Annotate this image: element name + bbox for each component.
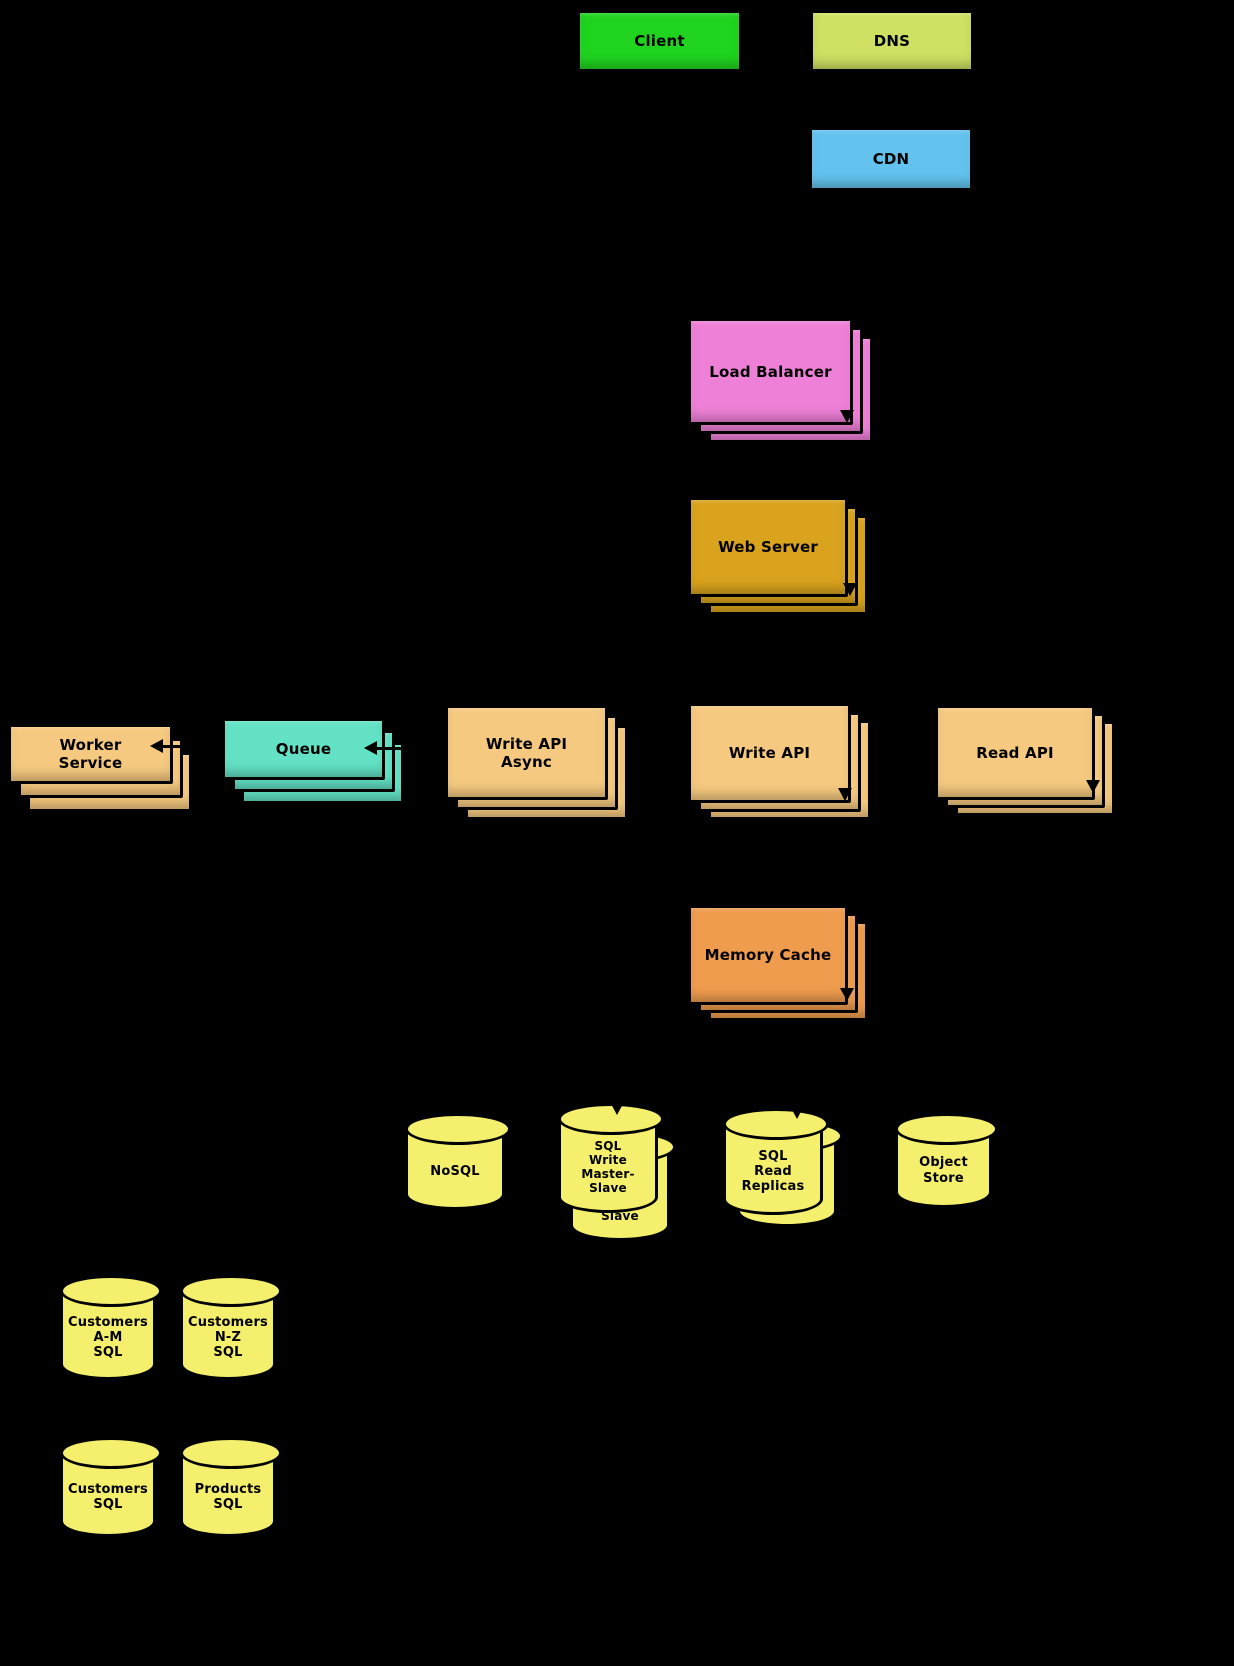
nosql-label: NoSQL — [430, 1163, 480, 1179]
memory-cache-node: Memory Cache — [688, 905, 868, 1021]
customers-sql-node: Customers SQL — [60, 1437, 162, 1537]
read-api-label: Read API — [976, 743, 1054, 762]
sql-write-master-slave-cylinder: SQL Write Master- Slave — [558, 1103, 664, 1213]
read-api-node: Read API — [935, 705, 1115, 816]
client-label: Client — [634, 32, 685, 50]
customers-am-sql-cylinder: Customers A-M SQL — [60, 1275, 162, 1380]
client-box: Client — [577, 10, 742, 72]
object-store-label: Object Store — [919, 1155, 968, 1186]
load-balancer-node: Load Balancer — [688, 318, 873, 443]
write-api-async-node: Write API Async — [445, 705, 628, 820]
customers-am-sql-node: Customers A-M SQL — [60, 1275, 162, 1380]
nosql-cylinder: NoSQL — [405, 1113, 511, 1210]
read-api-box: Read API — [935, 705, 1095, 800]
sql-read-replicas-label: SQL Read Replicas — [741, 1148, 805, 1195]
write-api-label: Write API — [728, 744, 811, 762]
worker-service-node: Worker Service — [8, 724, 192, 812]
memory-cache-box: Memory Cache — [688, 905, 848, 1005]
sql-write-master-slave-label: SQL Write Master- Slave — [581, 1139, 635, 1195]
customers-sql-cylinder: Customers SQL — [60, 1437, 162, 1537]
customers-nz-sql-node: Customers N-Z SQL — [180, 1275, 282, 1380]
web-server-box: Web Server — [688, 497, 848, 597]
dns-box: DNS — [810, 10, 974, 72]
nosql-node: NoSQL — [405, 1113, 511, 1210]
sql-read-replicas-node: SQL Read Replicas — [723, 1108, 843, 1227]
customers-sql-label: Customers SQL — [68, 1481, 148, 1512]
memory-cache-label: Memory Cache — [704, 946, 832, 964]
sql-write-master-slave-node: SQL Write Master- Slave SQL Write Master… — [558, 1103, 676, 1241]
customers-nz-sql-cylinder: Customers N-Z SQL — [180, 1275, 282, 1380]
write-api-async-label: Write API Async — [485, 734, 568, 771]
client-node: Client — [577, 10, 742, 72]
queue-label: Queue — [275, 740, 332, 758]
object-store-node: Object Store — [895, 1113, 998, 1208]
worker-service-label: Worker Service — [58, 736, 123, 772]
dns-label: DNS — [873, 32, 911, 50]
sql-read-replicas-cylinder: SQL Read Replicas — [723, 1108, 829, 1215]
queue-node: Queue — [222, 718, 404, 804]
products-sql-cylinder: Products SQL — [180, 1437, 282, 1537]
web-server-label: Web Server — [718, 538, 818, 556]
write-api-async-box: Write API Async — [445, 705, 608, 800]
web-server-node: Web Server — [688, 497, 868, 615]
worker-service-box: Worker Service — [8, 724, 173, 784]
object-store-cylinder: Object Store — [895, 1113, 998, 1208]
dns-node: DNS — [810, 10, 974, 72]
queue-box: Queue — [222, 718, 385, 780]
load-balancer-label: Load Balancer — [709, 362, 832, 381]
products-sql-label: Products SQL — [194, 1481, 262, 1512]
products-sql-node: Products SQL — [180, 1437, 282, 1537]
cdn-node: CDN — [809, 127, 973, 191]
customers-am-sql-label: Customers A-M SQL — [68, 1314, 148, 1361]
write-api-node: Write API — [688, 703, 871, 820]
customers-nz-sql-label: Customers N-Z SQL — [188, 1314, 268, 1361]
cdn-box: CDN — [809, 127, 973, 191]
load-balancer-box: Load Balancer — [688, 318, 853, 425]
cdn-label: CDN — [872, 150, 910, 168]
write-api-box: Write API — [688, 703, 851, 803]
